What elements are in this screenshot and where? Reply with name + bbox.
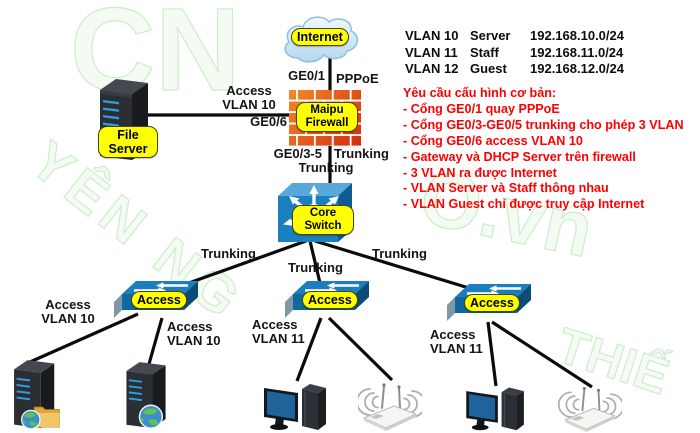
core-switch-label: Core Switch	[292, 205, 354, 235]
globe-icon	[20, 409, 41, 430]
desktop-pc-icon	[460, 380, 532, 433]
wire-access-ap1	[327, 316, 394, 382]
wireless-ap-icon	[356, 376, 426, 433]
label-trunking-right: Trunking	[372, 246, 427, 261]
label-trunking-left: Trunking	[201, 246, 256, 261]
label-access-vlan10-firewall: Access VLAN 10	[222, 83, 276, 112]
firewall-label: Maipu Firewall	[296, 102, 358, 132]
label-access-vlan11-mid: Access VLAN 11	[252, 317, 305, 346]
file-server-label: File Server	[98, 126, 158, 159]
label-ge0-3-5: GE0/3-5	[273, 146, 322, 161]
requirement-item: - Cổng GE0/1 quay PPPoE	[403, 101, 560, 116]
label-access-vlan10-mid: Access VLAN 10	[167, 319, 221, 348]
label-trunking-firewall: Trunking	[334, 146, 389, 161]
vlan-table-row: VLAN 12 Guest 192.168.12.0/24	[405, 61, 624, 76]
label-ge0-6: GE0/6	[250, 114, 287, 129]
label-access-vlan11-right: Access VLAN 11	[430, 327, 483, 356]
requirement-item: - 3 VLAN ra được Internet	[403, 165, 557, 180]
internet-label: Internet	[291, 28, 349, 47]
requirement-item: - VLAN Server và Staff thông nhau	[403, 181, 609, 196]
desktop-pc-icon	[260, 376, 332, 433]
wire-access-server2	[147, 317, 164, 365]
requirement-item: - Cổng GE0/3-GE0/5 trunking cho phép 3 V…	[403, 117, 684, 132]
wire-access-ap2	[491, 320, 593, 389]
vlan-table-row: VLAN 11 Staff 192.168.11.0/24	[405, 44, 624, 60]
requirement-item: - Gateway và DHCP Server trên firewall	[403, 149, 636, 164]
requirement-item: - VLAN Guest chỉ được truy cập Internet	[403, 197, 645, 212]
access-switch-right-label: Access	[464, 294, 520, 313]
globe-icon	[138, 404, 164, 429]
requirements-title: Yêu cầu cấu hình cơ bản:	[403, 86, 557, 100]
folder-icon	[33, 406, 60, 428]
label-trunking-mid: Trunking	[288, 260, 343, 275]
requirement-item: - Cổng GE0/6 access VLAN 10	[403, 133, 583, 148]
server-tower-icon	[2, 356, 68, 433]
vlan-table-row: VLAN 10 Server 192.168.10.0/24	[405, 28, 624, 43]
vlan-table: VLAN 10 Server 192.168.10.0/24 VLAN 11 S…	[405, 28, 624, 78]
wireless-ap-icon	[557, 380, 624, 433]
wire-core-access-mid	[308, 240, 322, 284]
wire-access-pc1	[295, 317, 323, 382]
label-pppoe: PPPoE	[336, 71, 379, 86]
access-switch-mid-label: Access	[302, 291, 358, 310]
requirements-list: Yêu cầu cấu hình cơ bản: - Cổng GE0/1 qu…	[403, 86, 684, 213]
label-ge0-1: GE0/1	[288, 68, 325, 83]
label-access-vlan10-left: Access VLAN 10	[41, 297, 95, 326]
wire-access-server1	[29, 312, 139, 364]
access-switch-left-label: Access	[131, 291, 187, 310]
server-tower-icon	[116, 358, 176, 433]
wire-access-pc2	[486, 321, 498, 387]
label-trunking-core: Trunking	[298, 160, 354, 175]
wire-core-access-right	[314, 239, 483, 294]
